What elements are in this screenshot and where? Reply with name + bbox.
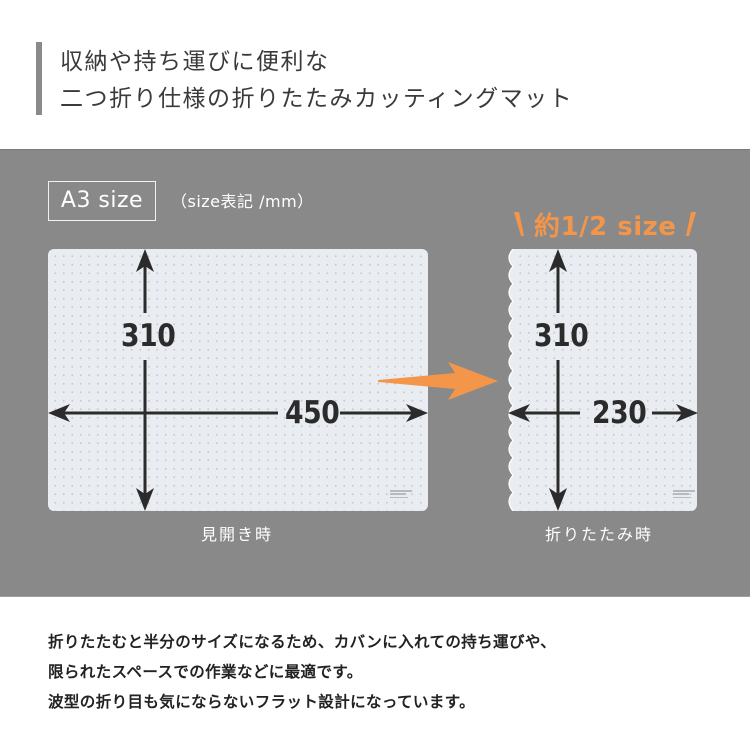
brand-print (673, 490, 695, 500)
folded-width-value: 230 (592, 395, 647, 431)
cutting-mat-folded (508, 249, 697, 511)
title-accent-bar (36, 42, 42, 115)
size-label-box: A3 size (48, 181, 156, 221)
open-height-value: 310 (121, 318, 176, 354)
emphasis-slash-left-icon (514, 212, 524, 236)
brand-print (390, 490, 412, 500)
cutting-mat-open (48, 249, 428, 511)
title-line-1: 収納や持ち運びに便利な (60, 49, 330, 75)
folded-caption: 折りたたみ時 (545, 525, 654, 544)
half-size-badge: 約1/2 size (512, 208, 702, 242)
folded-height-value: 310 (534, 318, 589, 354)
description-line-2: 限られたスペースでの作業などに最適です。 (48, 663, 363, 681)
size-unit-note: （size表記 /mm） (171, 192, 314, 211)
title-line-2: 二つ折り仕様の折りたたみカッティングマット (60, 86, 574, 112)
wavy-fold-edge (508, 249, 519, 511)
description-line-1: 折りたたむと半分のサイズになるため、カバンに入れての持ち運びや、 (48, 633, 557, 651)
open-width-value: 450 (285, 395, 340, 431)
emphasis-slash-right-icon (686, 212, 696, 236)
description-line-3: 波型の折り目も気にならないフラット設計になっています。 (48, 693, 475, 711)
product-description: 折りたたむと半分のサイズになるため、カバンに入れての持ち運びや、 限られたスペー… (48, 627, 556, 717)
half-size-text: 約1/2 size (534, 212, 677, 242)
page-title: 収納や持ち運びに便利な 二つ折り仕様の折りたたみカッティングマット (60, 44, 573, 118)
open-caption: 見開き時 (201, 525, 274, 544)
